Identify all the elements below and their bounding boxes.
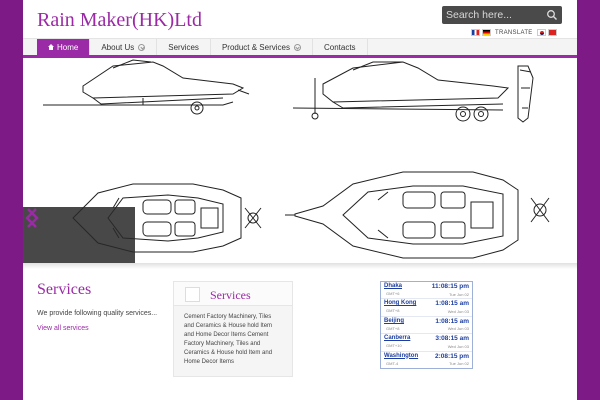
clock-time: 3:08:15 am bbox=[435, 335, 469, 343]
flag-de-icon[interactable] bbox=[482, 29, 491, 36]
clock-row: Hong Kong GMT+8 1:08:15 am Wed Jun 03 bbox=[381, 299, 472, 317]
clock-date: Tue Jun 02 bbox=[449, 361, 469, 367]
search-box bbox=[442, 6, 562, 24]
nav-item-services[interactable]: Services bbox=[156, 39, 210, 55]
services-box-heading: Services bbox=[210, 288, 251, 302]
clock-timezone: GMT+6 bbox=[386, 291, 400, 296]
chevron-down-icon bbox=[138, 43, 146, 51]
search-icon[interactable] bbox=[546, 9, 558, 21]
nav-item-home[interactable]: Home bbox=[37, 39, 90, 55]
nav-item-contacts[interactable]: Contacts bbox=[311, 39, 368, 55]
site-title[interactable]: Rain Maker(HK)Ltd bbox=[37, 9, 202, 31]
clock-time: 1:08:15 am bbox=[435, 317, 469, 325]
chevron-down-icon bbox=[293, 43, 301, 51]
chevron-left-icon[interactable] bbox=[23, 207, 41, 229]
flag-tr-icon[interactable] bbox=[547, 29, 557, 36]
world-clock: Dhaka GMT+6 11:08:15 pm Tue Jun 02 Hong … bbox=[380, 281, 473, 369]
image-slider bbox=[23, 58, 577, 263]
nav-item-label: Home bbox=[57, 42, 79, 52]
services-box-icon bbox=[185, 287, 200, 302]
clock-row: Beijing GMT+8 1:08:15 am Wed Jun 03 bbox=[381, 317, 472, 335]
header: Rain Maker(HK)Ltd TRANSLATE bbox=[23, 0, 577, 38]
main-nav: Home About Us Services Product & Service… bbox=[23, 38, 577, 58]
services-box: Services Cement Factory Machinery, Tiles… bbox=[173, 281, 293, 377]
nav-item-about-us[interactable]: About Us bbox=[89, 39, 156, 55]
clock-date: Wed Jun 03 bbox=[447, 326, 469, 332]
flag-kr-icon[interactable] bbox=[536, 29, 546, 36]
nav-item-label: Contacts bbox=[323, 42, 356, 52]
view-all-services-link[interactable]: View all services bbox=[37, 325, 89, 332]
clock-city-link[interactable]: Washington bbox=[384, 352, 419, 359]
translate-bar: TRANSLATE bbox=[471, 28, 557, 37]
search-input[interactable] bbox=[446, 7, 542, 23]
clock-city-link[interactable]: Hong Kong bbox=[384, 300, 417, 307]
clock-timezone: GMT-4 bbox=[386, 360, 399, 366]
clock-city-link[interactable]: Beijing bbox=[384, 317, 405, 324]
services-box-text: Cement Factory Machinery, Tiles and Cera… bbox=[184, 314, 273, 365]
clock-timezone: GMT+8 bbox=[386, 325, 400, 331]
clock-row: Washington GMT-4 2:08:15 pm Tue Jun 02 bbox=[381, 352, 472, 369]
clock-time: 2:08:15 pm bbox=[435, 352, 469, 360]
nav-item-label: Product & Services bbox=[221, 42, 290, 52]
clock-time: 11:08:15 pm bbox=[431, 283, 469, 290]
clock-city-link[interactable]: Canberra bbox=[384, 335, 411, 342]
page-container: Rain Maker(HK)Ltd TRANSLATE Home About U… bbox=[23, 0, 577, 400]
nav-item-product-services[interactable]: Product & Services bbox=[209, 39, 312, 55]
translate-label[interactable]: TRANSLATE bbox=[495, 29, 533, 36]
clock-timezone: GMT+10 bbox=[386, 343, 402, 349]
clock-date: Wed Jun 03 bbox=[447, 343, 469, 349]
clock-timezone: GMT+8 bbox=[386, 308, 400, 314]
chevron-right-icon[interactable] bbox=[23, 207, 41, 229]
slider-shadow bbox=[23, 263, 577, 269]
clock-date: Tue Jun 02 bbox=[449, 291, 469, 297]
nav-item-label: Services bbox=[168, 42, 199, 52]
clock-city-link[interactable]: Dhaka bbox=[384, 283, 403, 289]
flag-fr-icon[interactable] bbox=[471, 29, 480, 36]
slider-controls bbox=[23, 207, 135, 263]
nav-item-label: About Us bbox=[101, 42, 135, 52]
home-icon bbox=[48, 44, 54, 50]
services-box-header: Services bbox=[174, 282, 292, 306]
services-text: We provide following quality services... bbox=[37, 310, 158, 317]
clock-row: Dhaka GMT+6 11:08:15 pm Tue Jun 02 bbox=[381, 282, 472, 300]
services-intro: Services We provide following quality se… bbox=[37, 281, 167, 332]
services-heading: Services bbox=[37, 281, 92, 298]
clock-row: Canberra GMT+10 3:08:15 am Wed Jun 03 bbox=[381, 334, 472, 352]
clock-time: 1:08:15 am bbox=[435, 300, 469, 308]
clock-date: Wed Jun 03 bbox=[447, 308, 469, 314]
